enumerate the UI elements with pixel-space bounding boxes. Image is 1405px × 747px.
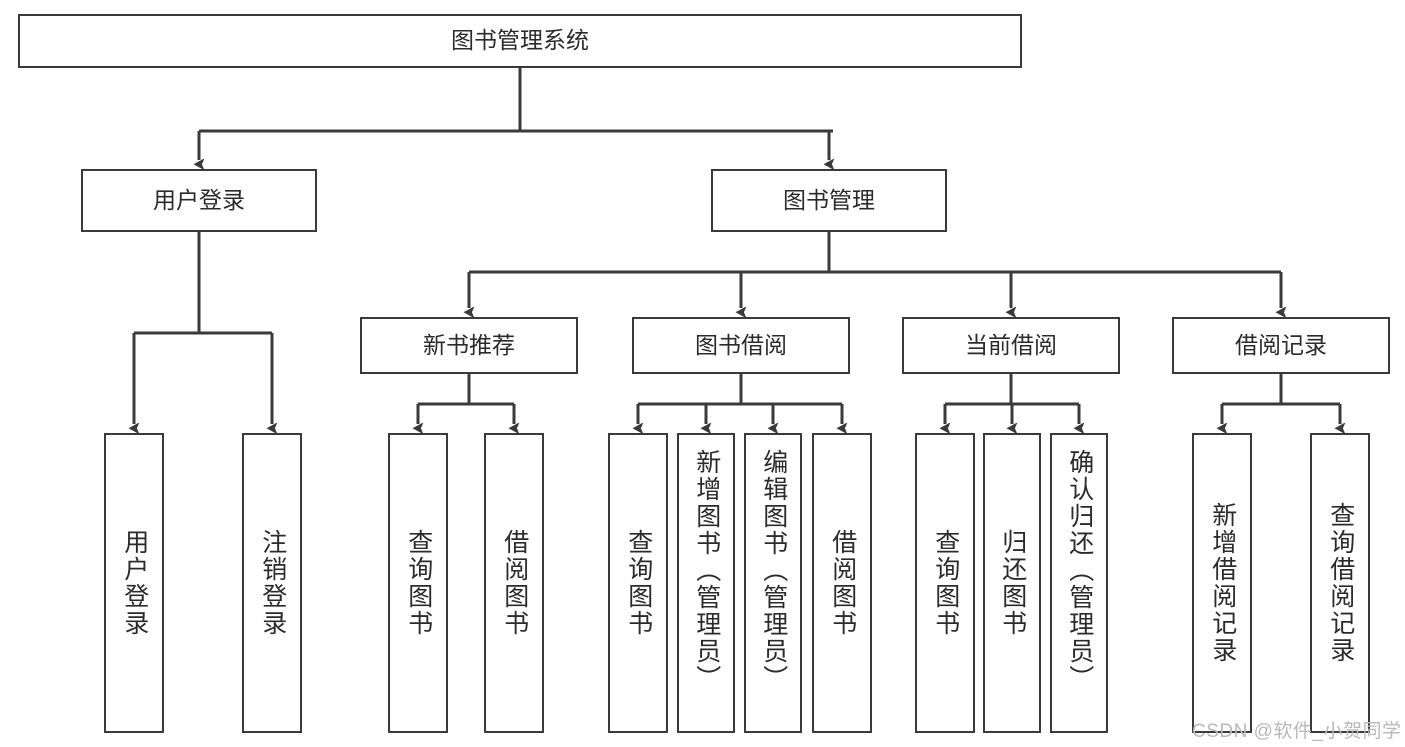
node-leaf-user-login[interactable]: 用户登录 [104,433,164,733]
node-label: 查询借阅记录 [1326,502,1355,664]
node-leaf-return-book[interactable]: 归还图书 [983,433,1041,733]
node-leaf-add-borrow-record[interactable]: 新增借阅记录 [1192,433,1252,733]
node-label: 注销登录 [258,529,287,637]
node-label: 归还图书 [998,529,1027,637]
node-label: 查询图书 [931,529,960,637]
node-leaf-edit-book-admin[interactable]: 编辑图书（管理员） [744,433,802,733]
node-label: 用户登录 [153,186,245,213]
node-leaf-query-book-borrow[interactable]: 查询图书 [608,433,668,733]
node-label: 新增借阅记录 [1208,502,1237,664]
node-leaf-borrow-book-recommend[interactable]: 借阅图书 [484,433,544,733]
node-label: 借阅图书 [828,529,857,637]
node-label: 编辑图书（管理员） [759,449,788,692]
node-book-borrowing[interactable]: 图书借阅 [632,317,850,374]
node-label: 新增图书（管理员） [692,449,721,692]
node-label: 图书管理系统 [451,27,589,54]
node-user-login[interactable]: 用户登录 [81,169,317,232]
node-leaf-query-borrow-record[interactable]: 查询借阅记录 [1310,433,1370,733]
node-label: 借阅图书 [500,529,529,637]
csdn-watermark: CSDN @软件_小贺同学 [1192,721,1402,742]
node-label: 确认归还（管理员） [1065,449,1094,692]
node-label: 查询图书 [404,529,433,637]
node-leaf-query-book-recommend[interactable]: 查询图书 [388,433,448,733]
node-label: 图书管理 [783,186,875,213]
node-label: 新书推荐 [423,331,515,358]
node-label: 当前借阅 [965,331,1057,358]
node-label: 图书借阅 [695,331,787,358]
node-borrowing-record[interactable]: 借阅记录 [1172,317,1390,374]
node-label: 查询图书 [624,529,653,637]
node-label: 用户登录 [120,529,149,637]
node-current-borrowing[interactable]: 当前借阅 [902,317,1120,374]
node-book-management[interactable]: 图书管理 [711,169,947,232]
node-leaf-add-book-admin[interactable]: 新增图书（管理员） [677,433,735,733]
node-book-management-system[interactable]: 图书管理系统 [18,14,1022,68]
node-leaf-confirm-return-admin[interactable]: 确认归还（管理员） [1050,433,1108,733]
node-leaf-borrow-book[interactable]: 借阅图书 [812,433,872,733]
node-leaf-query-book-current[interactable]: 查询图书 [915,433,975,733]
node-new-book-recommendation[interactable]: 新书推荐 [360,317,578,374]
node-leaf-logout[interactable]: 注销登录 [242,433,302,733]
node-label: 借阅记录 [1235,331,1327,358]
